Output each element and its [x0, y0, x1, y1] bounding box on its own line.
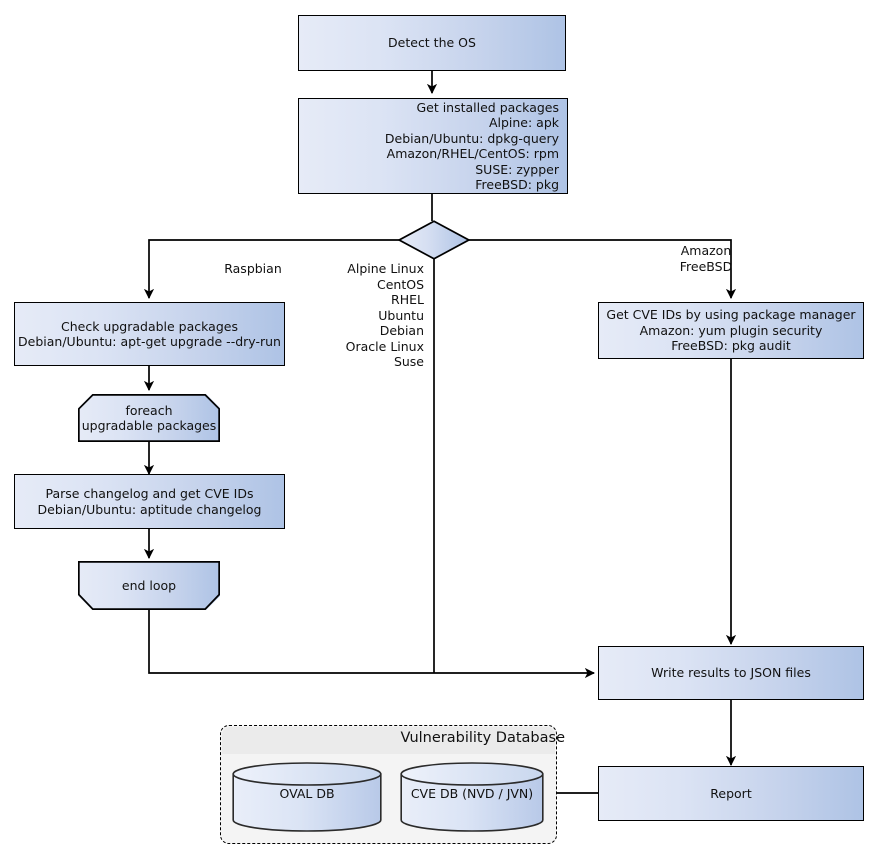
node-parse-changelog-label: Parse changelog and get CVE IDs Debian/U…: [37, 486, 262, 517]
node-get-cve-ids-label: Get CVE IDs by using package manager Ama…: [606, 307, 856, 354]
edge-label-amazon-freebsd: Amazon FreeBSD: [679, 243, 733, 274]
node-get-installed-packages-label: Get installed packages Alpine: apk Debia…: [384, 99, 559, 193]
db-oval[interactable]: [232, 762, 382, 832]
node-write-results-label: Write results to JSON files: [651, 665, 811, 681]
node-write-results[interactable]: Write results to JSON files: [598, 646, 864, 700]
node-detect-os[interactable]: Detect the OS: [298, 15, 566, 71]
node-end-loop[interactable]: end loop: [78, 561, 220, 610]
node-detect-os-label: Detect the OS: [388, 35, 476, 51]
edge-endloop-to-write: [148, 610, 596, 679]
node-foreach-loop[interactable]: foreach upgradable packages: [78, 394, 220, 442]
node-get-installed-packages[interactable]: Get installed packages Alpine: apk Debia…: [298, 98, 568, 194]
node-report-label: Report: [710, 785, 752, 801]
edge-label-raspbian: Raspbian: [224, 261, 282, 276]
edge-label-middle-distros: Alpine Linux CentOS RHEL Ubuntu Debian O…: [345, 261, 424, 369]
node-foreach-loop-label: foreach upgradable packages: [81, 402, 217, 433]
node-parse-changelog[interactable]: Parse changelog and get CVE IDs Debian/U…: [14, 474, 285, 529]
node-end-loop-label: end loop: [121, 577, 177, 593]
db-cve[interactable]: [400, 762, 544, 832]
node-check-upgradable-label: Check upgradable packages Debian/Ubuntu:…: [18, 318, 281, 350]
group-header-band: [222, 727, 555, 754]
node-check-upgradable[interactable]: Check upgradable packages Debian/Ubuntu:…: [14, 302, 285, 366]
db-cve-label: CVE DB (NVD / JVN): [410, 786, 534, 801]
node-report[interactable]: Report: [598, 766, 864, 821]
group-title-vulnerability-database: Vulnerability Database: [400, 730, 565, 746]
db-oval-label: OVAL DB: [279, 786, 335, 801]
node-os-decision[interactable]: [397, 220, 471, 260]
node-get-cve-ids[interactable]: Get CVE IDs by using package manager Ama…: [598, 302, 864, 359]
